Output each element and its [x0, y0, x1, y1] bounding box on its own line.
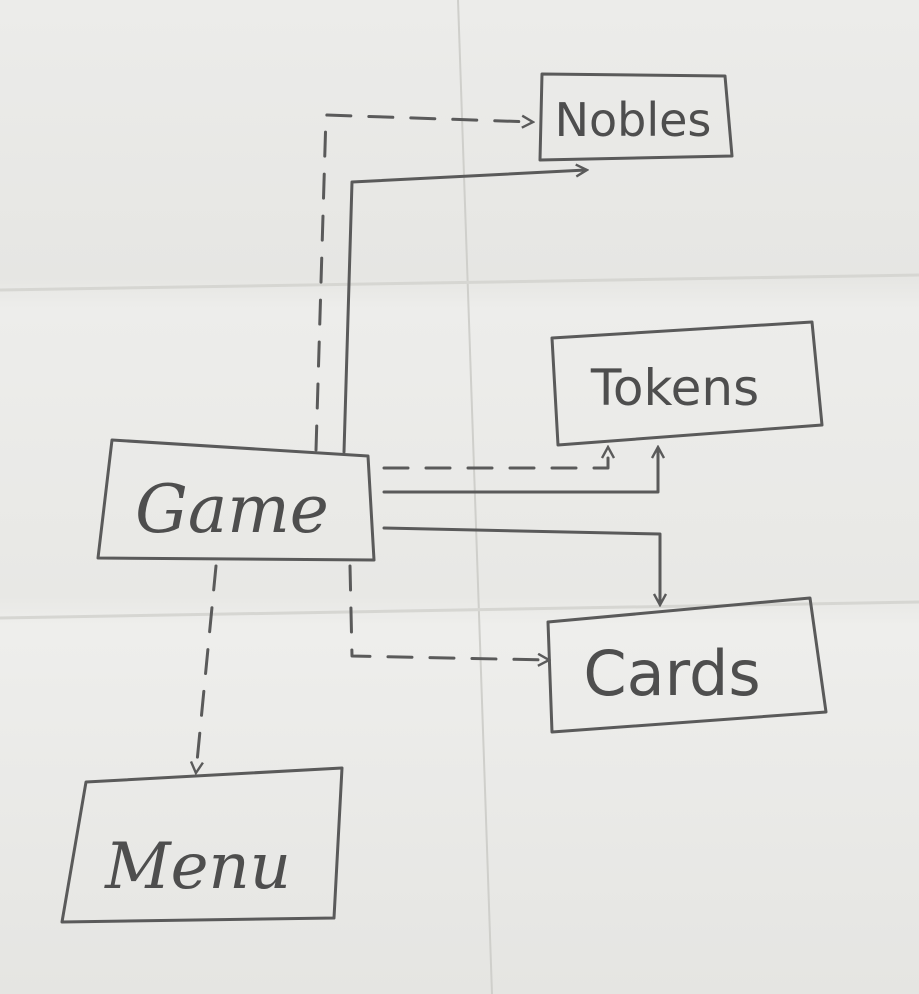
edge-game-nobles-solid — [342, 170, 586, 454]
game-label: Game — [135, 471, 329, 548]
fold-line-horizontal-bottom — [0, 600, 919, 620]
edge-game-nobles-dashed — [314, 113, 532, 452]
edge-game-tokens-dashed — [382, 448, 608, 470]
edge-game-tokens-solid — [382, 448, 658, 494]
tokens-label: Tokens — [590, 359, 759, 417]
fold-line-vertical — [457, 0, 493, 994]
tokens-box — [550, 320, 824, 447]
cards-label: Cards — [583, 637, 760, 710]
game-box — [96, 438, 376, 562]
edge-game-cards-dashed — [348, 564, 548, 660]
menu-label: Menu — [104, 830, 291, 904]
edge-game-cards-solid — [382, 526, 660, 604]
menu-box — [60, 766, 344, 924]
nobles-box — [538, 72, 734, 162]
cards-box — [546, 596, 828, 734]
edge-game-menu-dashed — [196, 564, 218, 772]
nobles-label: Nobles — [555, 93, 712, 147]
fold-line-horizontal-top — [0, 273, 919, 292]
